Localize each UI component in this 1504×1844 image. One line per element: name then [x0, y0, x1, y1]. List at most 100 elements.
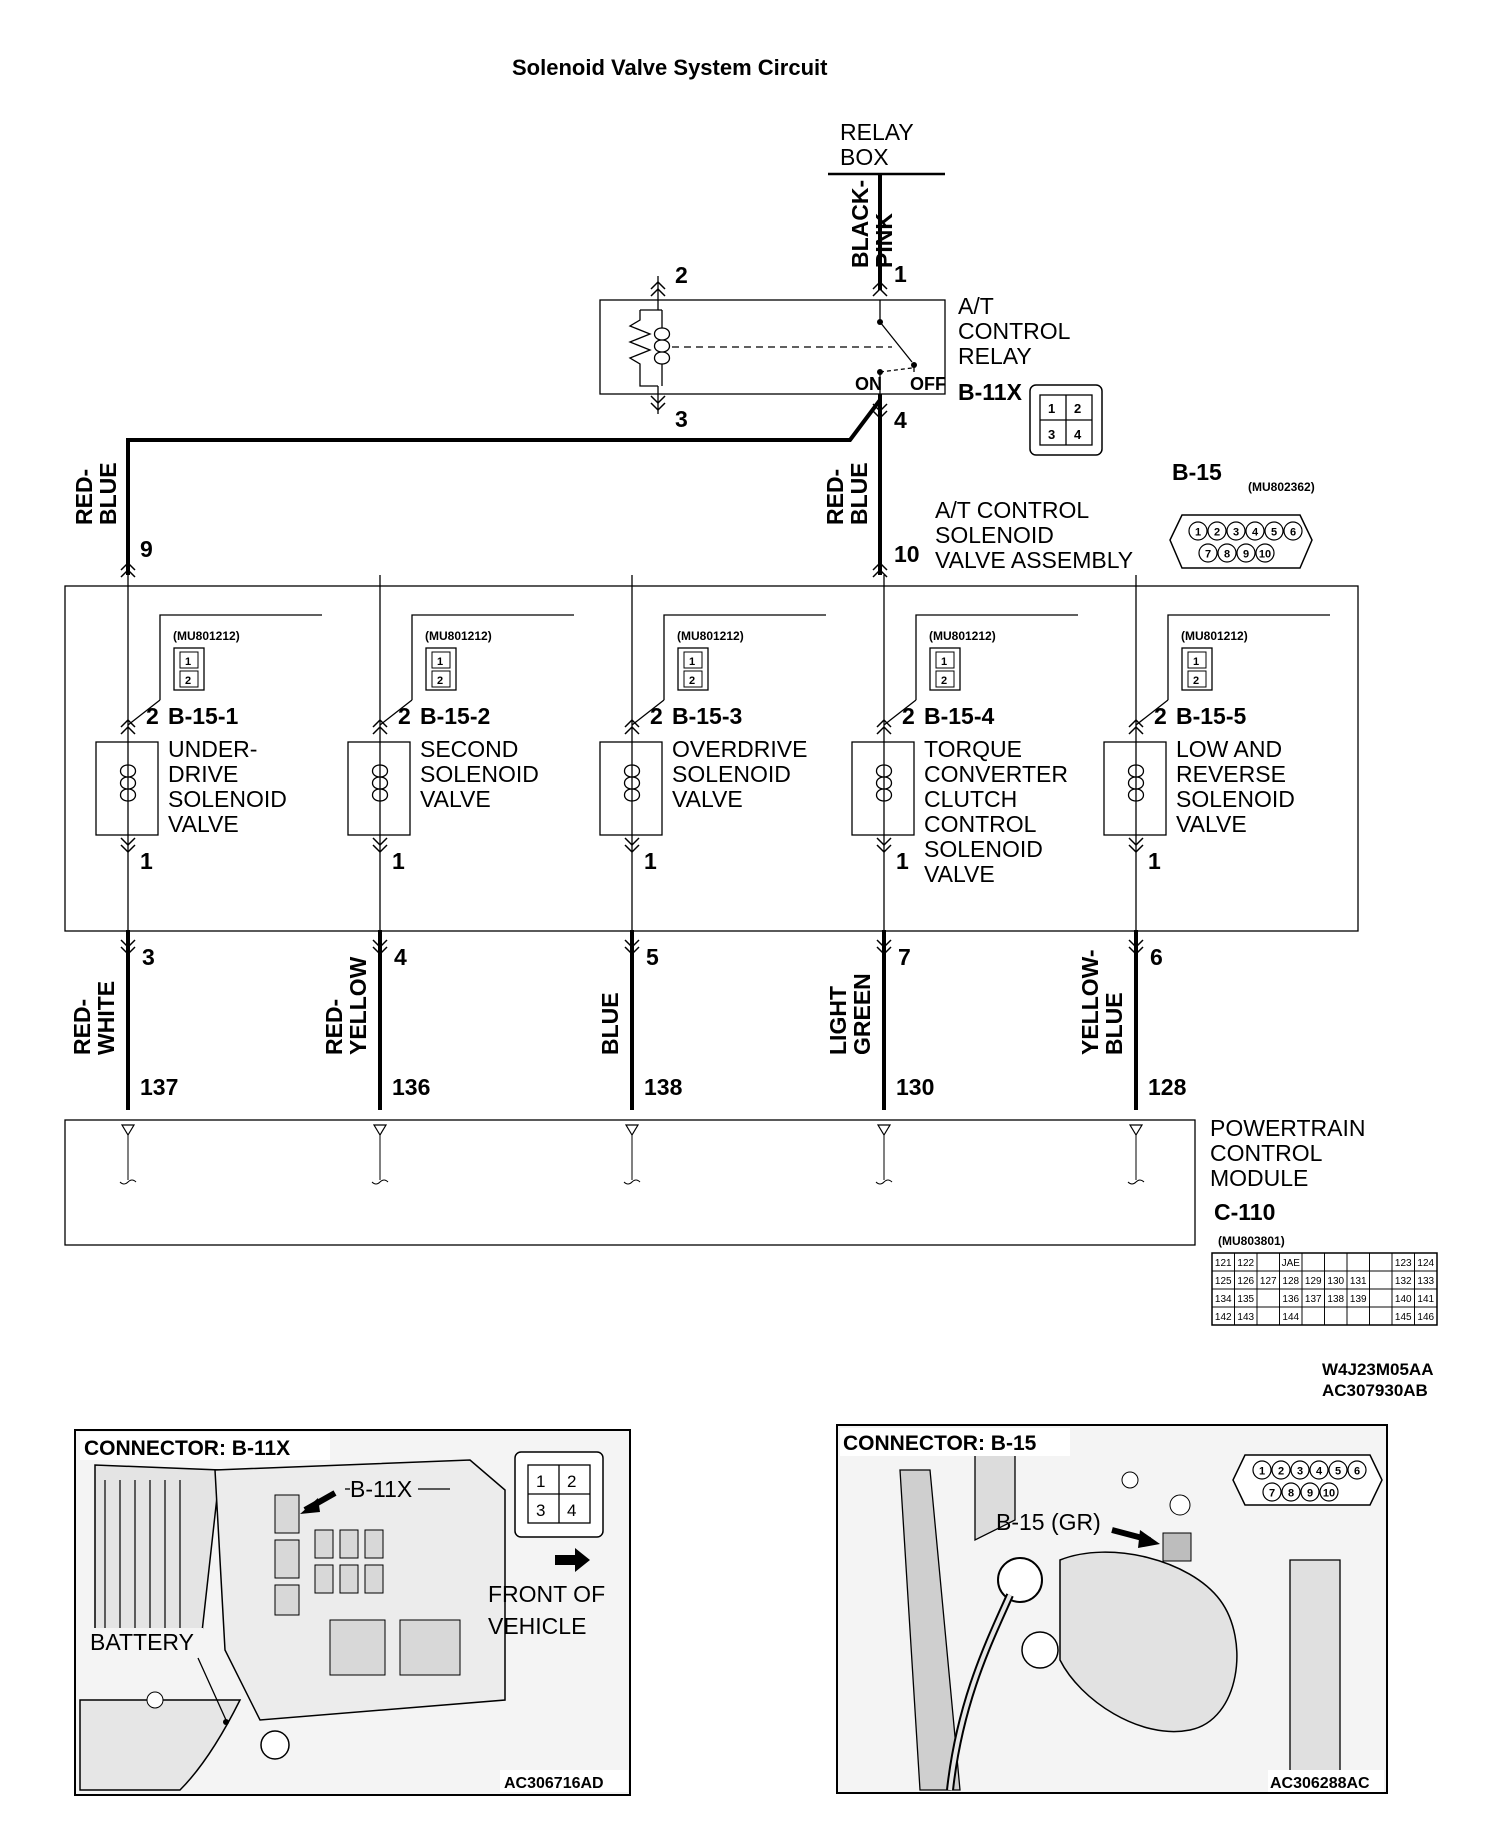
pcm-pin: 136 [392, 1074, 430, 1100]
photo-left-grid-3: 3 [536, 1501, 545, 1520]
relay-name-1: A/T [958, 293, 994, 319]
wire-label-line: RED- [321, 999, 347, 1055]
solenoid-out-pin: 7 [898, 944, 911, 970]
relay-pin-1: 1 [894, 261, 907, 287]
solenoid-pin-top: 2 [146, 703, 159, 729]
assembly-pin: 10 [1259, 549, 1271, 561]
pcm-grid-cell: 139 [1350, 1294, 1367, 1305]
assembly-name-3: VALVE ASSEMBLY [935, 547, 1133, 573]
solenoid-name-line: VALVE [924, 861, 995, 887]
relay-pin-2: 2 [675, 262, 688, 288]
photo-pin: 10 [1323, 1488, 1335, 1500]
solenoid-assembly-box [64, 585, 1359, 932]
assembly-pin: 7 [1205, 549, 1211, 561]
relay-pin-4: 4 [894, 407, 907, 433]
pcm-grid-cell: 126 [1237, 1276, 1254, 1287]
pcm-grid-cell: 143 [1237, 1312, 1254, 1323]
photo-left-callout: B-11X [350, 1476, 412, 1502]
assembly-pin-9: 9 [140, 536, 153, 562]
relay-grid-1: 1 [1048, 401, 1055, 416]
relay-name-3: RELAY [958, 343, 1032, 369]
wire-label-line-2: PINK [871, 213, 897, 268]
wire-label-line: BLUE [1101, 992, 1127, 1055]
pcm-grid-cell: 136 [1282, 1294, 1299, 1305]
relay-connector-label: B-11X [958, 379, 1023, 405]
photo-pin: 6 [1354, 1466, 1360, 1478]
pcm-grid-cell: 124 [1417, 1258, 1434, 1269]
wire-color-label: BLUE [597, 992, 623, 1055]
assembly-name-2: SOLENOID [935, 522, 1054, 548]
solenoid-name-line: CLUTCH [924, 786, 1017, 812]
solenoid-pin-bottom: 1 [392, 848, 405, 874]
photo-pin: 4 [1316, 1466, 1323, 1478]
relay-name-2: CONTROL [958, 318, 1071, 344]
relay-connector-grid: 1 2 3 4 [1029, 384, 1103, 456]
relay-box-label-2: BOX [840, 144, 889, 170]
wire-label-line: GREEN [849, 973, 875, 1055]
pcm-grid-cell: JAE [1282, 1258, 1301, 1269]
solenoid-pin-top: 2 [902, 703, 915, 729]
photo-pin: 9 [1307, 1488, 1313, 1500]
solenoid-pin-bottom: 1 [896, 848, 909, 874]
wire-color-red-blue-left: RED- BLUE [71, 462, 121, 525]
pcm-grid-cell: 129 [1305, 1276, 1322, 1287]
pcm-grid-cell: 127 [1260, 1276, 1277, 1287]
photo-pin: 8 [1288, 1488, 1294, 1500]
pcm-pin: 137 [140, 1074, 178, 1100]
solenoid-name-line: SOLENOID [1176, 786, 1295, 812]
wire-label-line-1: RED- [71, 469, 97, 525]
solenoid-name-line: VALVE [420, 786, 491, 812]
solenoid-grid-pin: 2 [1193, 675, 1199, 687]
photo-left-grid-2: 2 [567, 1472, 576, 1491]
assembly-connector-label: B-15 [1172, 459, 1222, 485]
solenoid-name-line: CONVERTER [924, 761, 1068, 787]
solenoid-pin-top: 2 [398, 703, 411, 729]
wire-label-line: BLUE [597, 992, 623, 1055]
solenoid-name-line: REVERSE [1176, 761, 1286, 787]
relay-grid-4: 4 [1074, 427, 1082, 442]
solenoid-name-line: OVERDRIVE [672, 736, 807, 762]
pcm-grid-cell: 144 [1282, 1312, 1299, 1323]
relay-grid-2: 2 [1074, 401, 1081, 416]
relay-off-label: OFF [910, 374, 946, 394]
solenoid-grid-pin: 1 [185, 656, 191, 668]
photo-left-grid-1: 1 [536, 1472, 545, 1491]
pcm-connector-label: C-110 [1214, 1199, 1275, 1225]
photo-right-title: CONNECTOR: B-15 [843, 1432, 1037, 1455]
photo-pin: 2 [1278, 1466, 1284, 1478]
wire-label-line-2: BLUE [95, 462, 121, 525]
wire-label-line-1: BLACK- [847, 180, 873, 268]
pcm-name-1: POWERTRAIN [1210, 1115, 1365, 1141]
solenoid-name-line: VALVE [672, 786, 743, 812]
wire-label-line: YELLOW [345, 956, 371, 1055]
pcm-name-2: CONTROL [1210, 1140, 1323, 1166]
solenoid-name-line: SOLENOID [168, 786, 287, 812]
solenoid-connector-label: B-15-3 [672, 703, 742, 729]
assembly-pin: 1 [1195, 527, 1201, 539]
photo-left-code: AC306716AD [504, 1775, 604, 1792]
solenoid-pin-bottom: 1 [644, 848, 657, 874]
pcm-grid-cell: 141 [1417, 1294, 1434, 1305]
wire-color-red-blue-right: RED- BLUE [822, 462, 872, 525]
pcm-grid-cell: 135 [1237, 1294, 1254, 1305]
assembly-part-no: (MU802362) [1248, 480, 1315, 494]
pcm-grid-cell: 125 [1215, 1276, 1232, 1287]
solenoid-name-line: UNDER- [168, 736, 257, 762]
pcm-grid-cell: 145 [1395, 1312, 1412, 1323]
pcm-pin: 130 [896, 1074, 934, 1100]
photo-pin: 3 [1297, 1466, 1303, 1478]
solenoid-name-line: CONTROL [924, 811, 1037, 837]
figure-code-2: AC307930AB [1322, 1381, 1428, 1400]
assembly-pin: 8 [1224, 549, 1230, 561]
assembly-pin: 5 [1271, 527, 1277, 539]
pcm-grid-cell: 137 [1305, 1294, 1322, 1305]
relay-box-label-1: RELAY [840, 119, 914, 145]
